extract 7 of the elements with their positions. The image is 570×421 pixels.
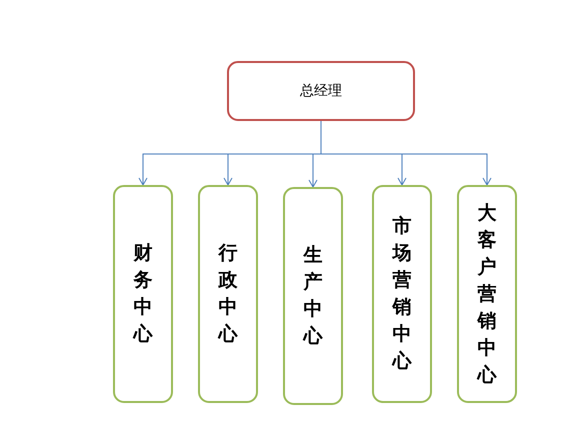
rounded-box: 市场营销中心 [372, 185, 432, 403]
rounded-box: 行政中心 [198, 185, 258, 403]
arrow [320, 120, 492, 186]
rounded-box: 生产中心 [283, 187, 343, 405]
rounded-box: 大客户营销中心 [457, 185, 517, 403]
rounded-box: 总经理 [227, 61, 415, 121]
rounded-box: 财务中心 [113, 185, 173, 403]
